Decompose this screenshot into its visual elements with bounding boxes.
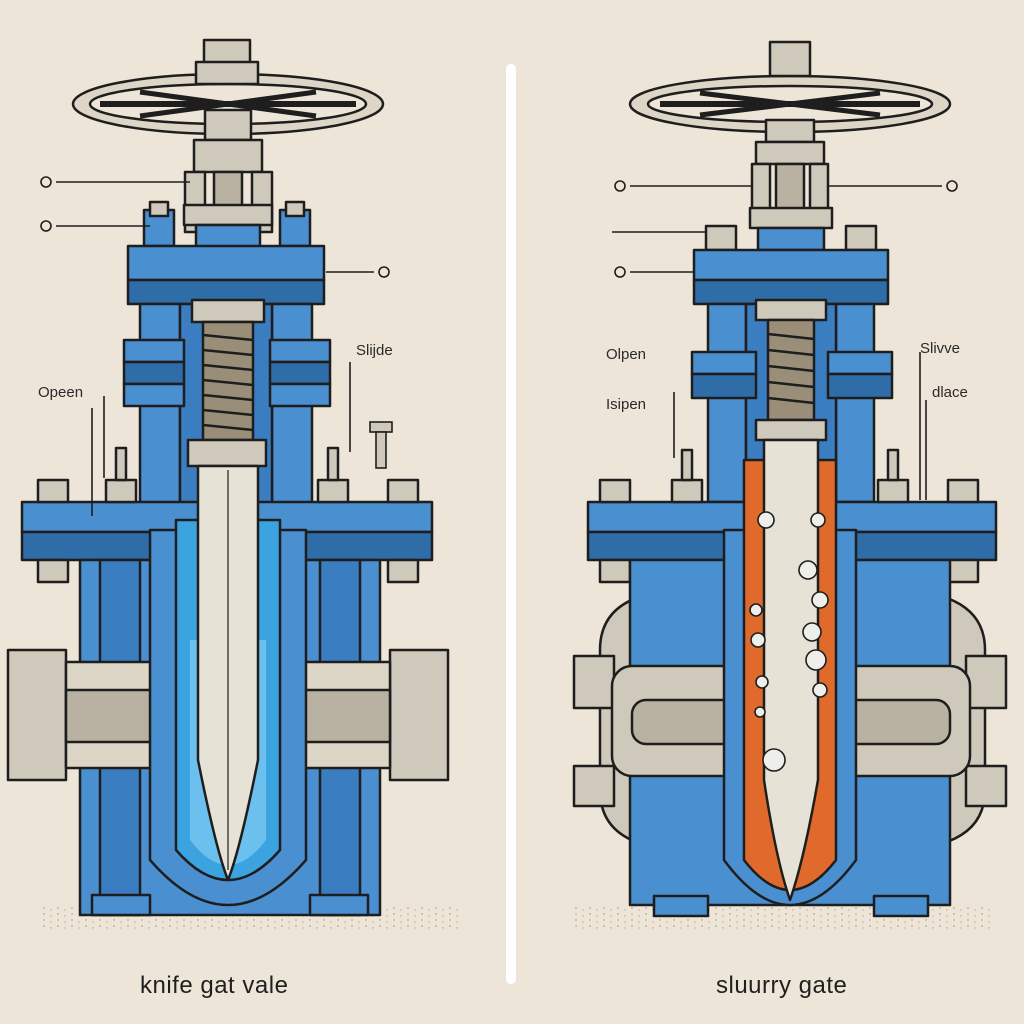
- left-open-label: Opeen: [38, 384, 84, 401]
- upper-body-right: [690, 302, 894, 504]
- threaded-stem-right: [754, 298, 828, 442]
- yoke-right: [748, 118, 834, 252]
- right-caption: sluurry gate: [716, 972, 848, 999]
- slurry-gate-valve: [572, 40, 1008, 929]
- right-open2-label: Isipen: [606, 396, 647, 413]
- handwheel-left: [71, 38, 385, 136]
- knife-gate-valve: [6, 38, 460, 929]
- yoke-left: [182, 108, 274, 249]
- handwheel-right: [628, 40, 952, 134]
- callouts-left: [40, 176, 393, 516]
- base-feet-left: [90, 893, 370, 917]
- bonnet-flange-left: [126, 200, 326, 306]
- pipe-ends-left: [6, 648, 450, 782]
- ground-right: [575, 905, 995, 929]
- left-caption: knife gat vale: [140, 972, 289, 999]
- base-feet-right: [652, 894, 930, 918]
- slurry-particles: [749, 511, 829, 772]
- right-open-label: Olpen: [606, 346, 647, 363]
- right-place-label: dlace: [932, 384, 968, 401]
- left-slide-label: Slijde: [356, 342, 393, 359]
- right-slide-label: Slivve: [920, 340, 961, 357]
- panel-divider: [506, 64, 516, 984]
- knife-blade-right: [762, 438, 820, 902]
- callouts-right: [612, 180, 958, 500]
- threaded-stem-left: [186, 298, 268, 468]
